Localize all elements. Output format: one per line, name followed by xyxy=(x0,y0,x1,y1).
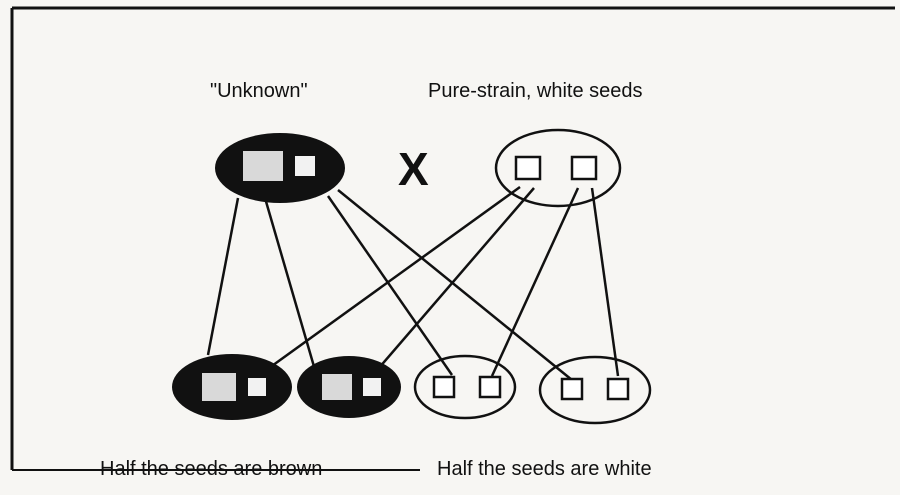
white-parent-seed xyxy=(494,128,622,208)
frame xyxy=(10,6,895,471)
pure-strain-label: Pure-strain, white seeds xyxy=(428,80,643,102)
unknown-label: "Unknown" xyxy=(210,80,308,102)
cross-symbol: X xyxy=(398,143,429,195)
line-white-to-offspring-1 xyxy=(257,185,521,378)
offspring-seed-2 xyxy=(297,356,401,418)
line-white-to-offspring-2 xyxy=(371,187,535,377)
offspring-seed-4 xyxy=(538,355,652,425)
half-white-label: Half the seeds are white xyxy=(437,458,652,480)
line-white-to-offspring-4 xyxy=(590,187,620,377)
line-unknown-to-offspring-3 xyxy=(326,195,454,376)
unknown-parent-seed xyxy=(215,133,345,203)
line-white-to-offspring-3 xyxy=(490,187,580,377)
line-unknown-to-offspring-2 xyxy=(263,197,317,371)
line-unknown-to-offspring-4 xyxy=(337,189,573,381)
half-brown-label: Half the seeds are brown xyxy=(100,458,322,480)
offspring-seed-1 xyxy=(172,354,292,420)
inheritance-lines xyxy=(206,185,620,381)
line-unknown-to-offspring-1 xyxy=(206,197,240,356)
offspring-seed-3 xyxy=(413,354,517,420)
